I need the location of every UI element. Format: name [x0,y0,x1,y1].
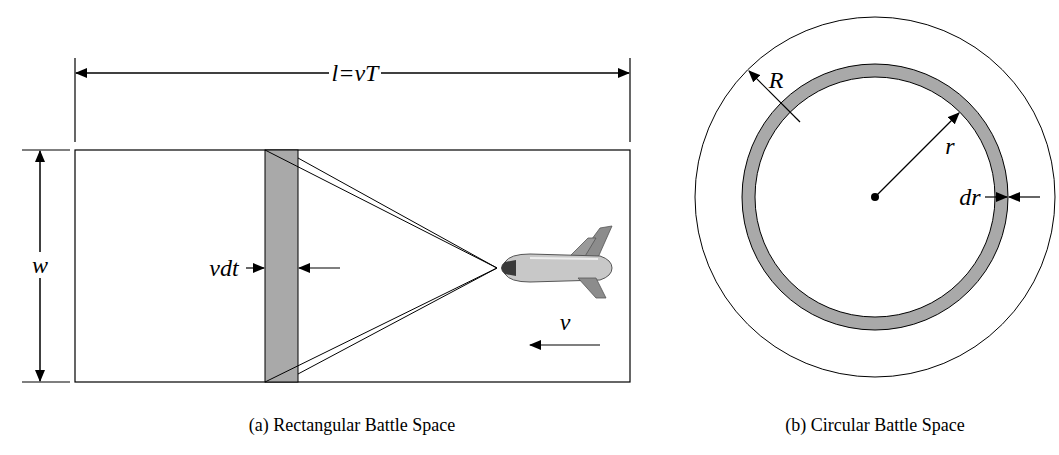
width-dimension: w [29,252,51,278]
length-dimension: l=vT [329,60,382,86]
ring-width-label: dr [956,184,983,210]
strip-width-label: vdt [206,255,241,281]
subfigure-caption: (b) Circular Battle Space [785,416,964,434]
velocity-label: v [557,309,574,335]
subfigure-caption: (a) Rectangular Battle Space [249,416,455,434]
ring-radius-label: r [942,133,957,159]
outer-radius-label: R [766,67,787,93]
missile-icon [502,226,613,298]
